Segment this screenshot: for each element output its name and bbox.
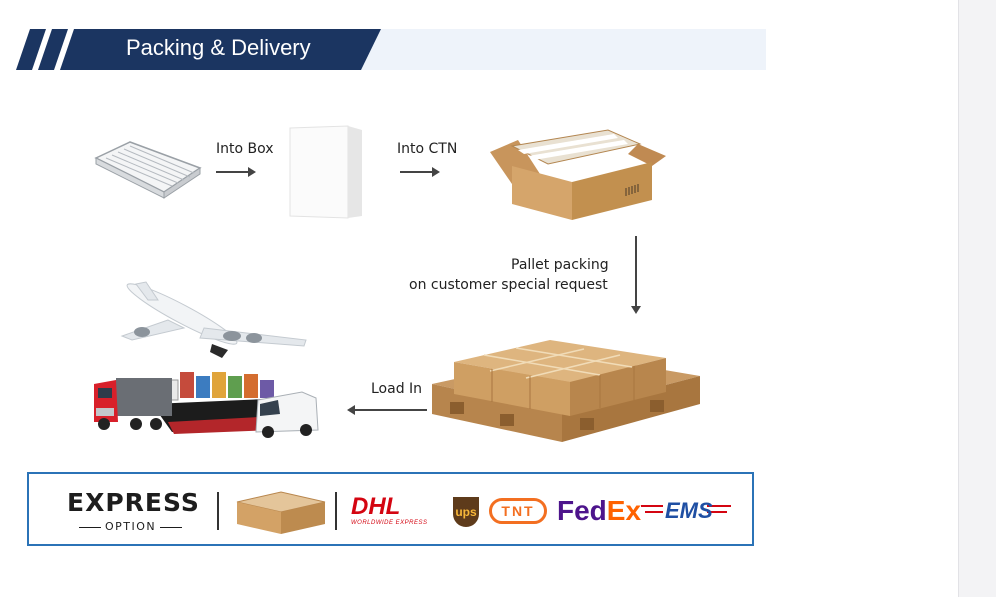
divider <box>217 492 219 530</box>
page-title: Packing & Delivery <box>126 35 311 61</box>
arrow-right-icon <box>216 165 256 179</box>
dhl-logo: DHL WORLDWIDE EXPRESS <box>351 494 428 526</box>
transport-collage-graphic <box>72 276 332 440</box>
divider <box>335 492 337 530</box>
into-ctn-label: Into CTN <box>397 141 457 157</box>
express-option-panel: EXPRESS OPTION DHL WORLDWIDE EXPRESS ups… <box>27 472 754 546</box>
arrow-right-icon <box>400 165 440 179</box>
dhl-wordmark: DHL <box>351 494 428 520</box>
truck-icon <box>94 378 172 430</box>
pallet-boxes-icon <box>430 334 702 446</box>
arrow-down-icon <box>629 236 643 316</box>
tnt-logo: TNT <box>489 498 547 524</box>
ups-logo: ups <box>453 497 479 527</box>
express-title: EXPRESS <box>67 488 200 517</box>
fedex-logo: FedEx <box>557 494 641 528</box>
dhl-tagline: WORLDWIDE EXPRESS <box>351 520 428 526</box>
into-box-label: Into Box <box>216 141 274 157</box>
transport-collage-icon <box>72 276 332 440</box>
air-filter-icon <box>92 138 204 200</box>
load-in-label: Load In <box>371 381 422 397</box>
section-header: Packing & Delivery <box>16 29 766 70</box>
page-gutter <box>958 0 996 597</box>
ups-wordmark: ups <box>455 505 476 519</box>
arrow-left-icon <box>347 403 427 417</box>
van-icon <box>256 392 318 438</box>
carton-box-icon <box>488 126 670 222</box>
express-subtitle-text: OPTION <box>105 520 156 533</box>
fedex-wordmark: FedEx <box>557 495 641 526</box>
ems-wordmark: EMS <box>665 498 713 523</box>
airplane-icon <box>122 277 306 358</box>
carton-box-icon <box>235 488 327 536</box>
pallet-label-line1: Pallet packing <box>511 257 609 273</box>
express-subtitle: OPTION <box>75 520 186 533</box>
ems-logo: EMS <box>641 496 689 526</box>
tnt-wordmark: TNT <box>501 503 534 519</box>
white-box-icon <box>288 124 366 220</box>
pallet-label-line2: on customer special request <box>409 277 608 293</box>
